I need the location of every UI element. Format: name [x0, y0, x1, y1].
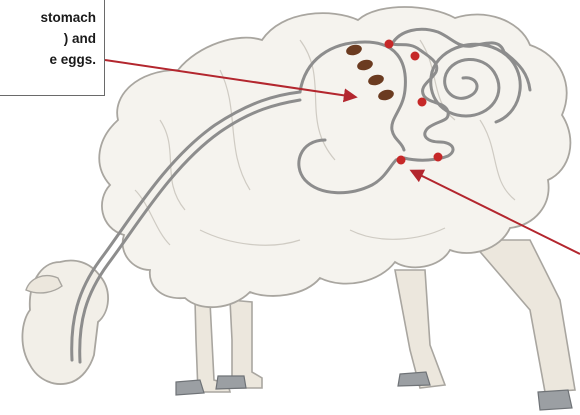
hoof-icon	[398, 372, 430, 386]
marker-dot-icon	[397, 156, 406, 165]
hoof-icon	[216, 376, 246, 389]
hind-right-leg	[470, 240, 575, 392]
callout-line: e eggs.	[0, 49, 96, 70]
marker-dot-icon	[434, 153, 443, 162]
callout-line: ) and	[0, 28, 96, 49]
front-right-leg	[230, 300, 262, 388]
marker-dot-icon	[418, 98, 427, 107]
marker-dot-icon	[411, 52, 420, 61]
hoof-icon	[176, 380, 204, 395]
hoof-icon	[538, 390, 572, 410]
marker-dot-icon	[385, 40, 394, 49]
hind-left-leg	[395, 270, 445, 388]
callout-box: stomach ) and e eggs.	[0, 0, 105, 96]
callout-line: stomach	[0, 7, 96, 28]
sheep-hooves	[176, 372, 572, 410]
